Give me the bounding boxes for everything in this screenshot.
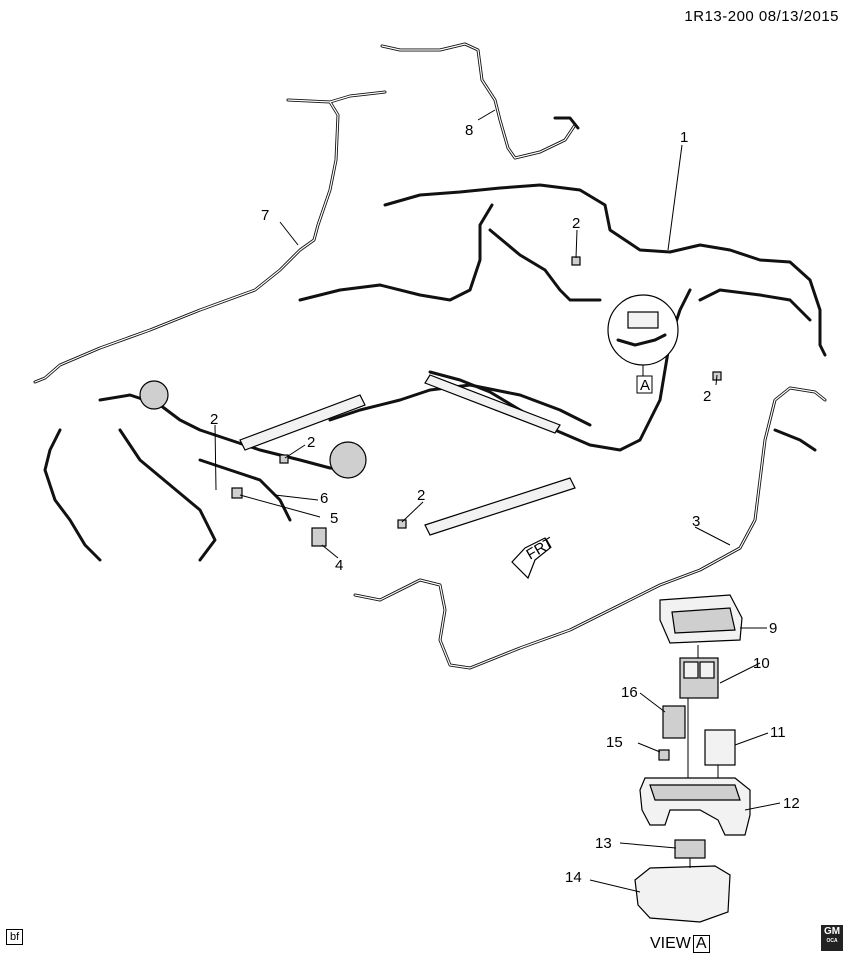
view-a-marker: A xyxy=(636,375,653,394)
callout-5: 5 xyxy=(330,510,338,527)
front-arrow xyxy=(511,537,551,580)
diagram-code: 1R13-200 08/13/2015 xyxy=(684,8,839,25)
harness-3 xyxy=(353,386,827,670)
gm-logo: GM OCA xyxy=(821,925,843,951)
leader-lines xyxy=(214,109,781,893)
callout-labels: 1 2 2 2 2 2 3 4 5 6 7 8 9 10 11 12 13 14… xyxy=(210,122,800,886)
harness-8 xyxy=(380,42,580,160)
view-label-prefix: VIEW xyxy=(650,935,691,952)
callout-15: 15 xyxy=(606,734,623,751)
callout-2e: 2 xyxy=(417,487,425,504)
callout-3: 3 xyxy=(692,513,700,530)
view-label-letter: A xyxy=(692,935,710,953)
callout-2d: 2 xyxy=(307,434,315,451)
harness-7 xyxy=(33,90,387,384)
front-arrow-label: FRT xyxy=(524,534,558,563)
callout-8: 8 xyxy=(465,122,473,139)
callout-9: 9 xyxy=(769,620,777,637)
callout-12: 12 xyxy=(783,795,800,812)
callout-11: 11 xyxy=(770,724,786,741)
frame-rails xyxy=(139,374,576,536)
callout-7: 7 xyxy=(261,207,269,224)
callout-13: 13 xyxy=(595,835,612,852)
callout-14: 14 xyxy=(565,869,582,886)
callout-6: 6 xyxy=(320,490,328,507)
callout-4: 4 xyxy=(335,557,343,574)
callout-16: 16 xyxy=(621,684,638,701)
fuse-block-assembly xyxy=(634,594,751,923)
callout-2a: 2 xyxy=(572,215,580,232)
view-a-detail xyxy=(607,294,679,376)
callout-2b: 2 xyxy=(703,388,711,405)
footer-code: bf xyxy=(6,929,24,945)
harness-1 xyxy=(298,183,827,452)
callout-10: 10 xyxy=(753,655,770,672)
callout-2c: 2 xyxy=(210,411,218,428)
svg-text:A: A xyxy=(640,377,650,394)
callout-1: 1 xyxy=(680,129,688,146)
